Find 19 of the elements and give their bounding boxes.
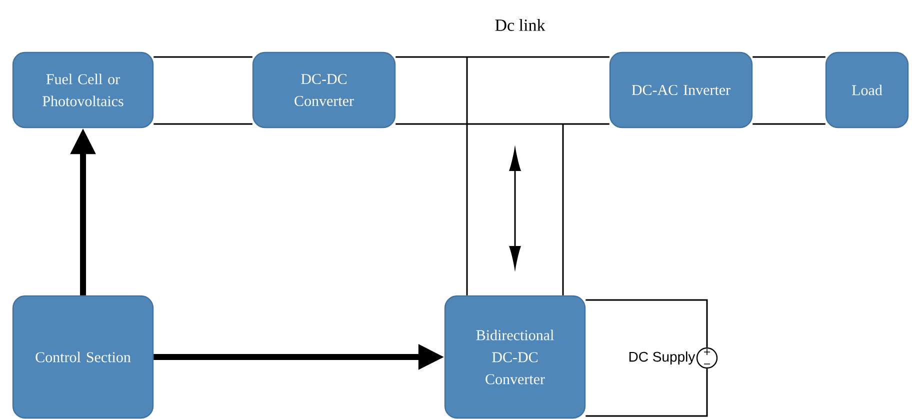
process-box: Fuel Cell or Photovoltaics (12, 52, 154, 128)
connector-line (586, 368, 708, 417)
connector-line (154, 123, 252, 125)
process-box: Load (825, 52, 909, 128)
connector-line (396, 56, 610, 58)
connector-line (466, 57, 468, 296)
connector-line (752, 123, 826, 125)
process-box: DC-DC Converter (252, 52, 396, 128)
process-box: DC-AC Inverter (609, 52, 753, 128)
voltage-source-symbol (696, 347, 718, 369)
connector-line (562, 124, 564, 296)
source-label: DC Supply (629, 351, 696, 364)
process-box: Control Section (12, 295, 154, 419)
connector-line (396, 123, 610, 125)
connector-line (752, 56, 826, 58)
process-box: Bidirectional DC-DC Converter (444, 295, 586, 419)
connector-line (154, 56, 252, 58)
connector-line (586, 299, 708, 348)
bus-label: Dc link (495, 19, 546, 31)
